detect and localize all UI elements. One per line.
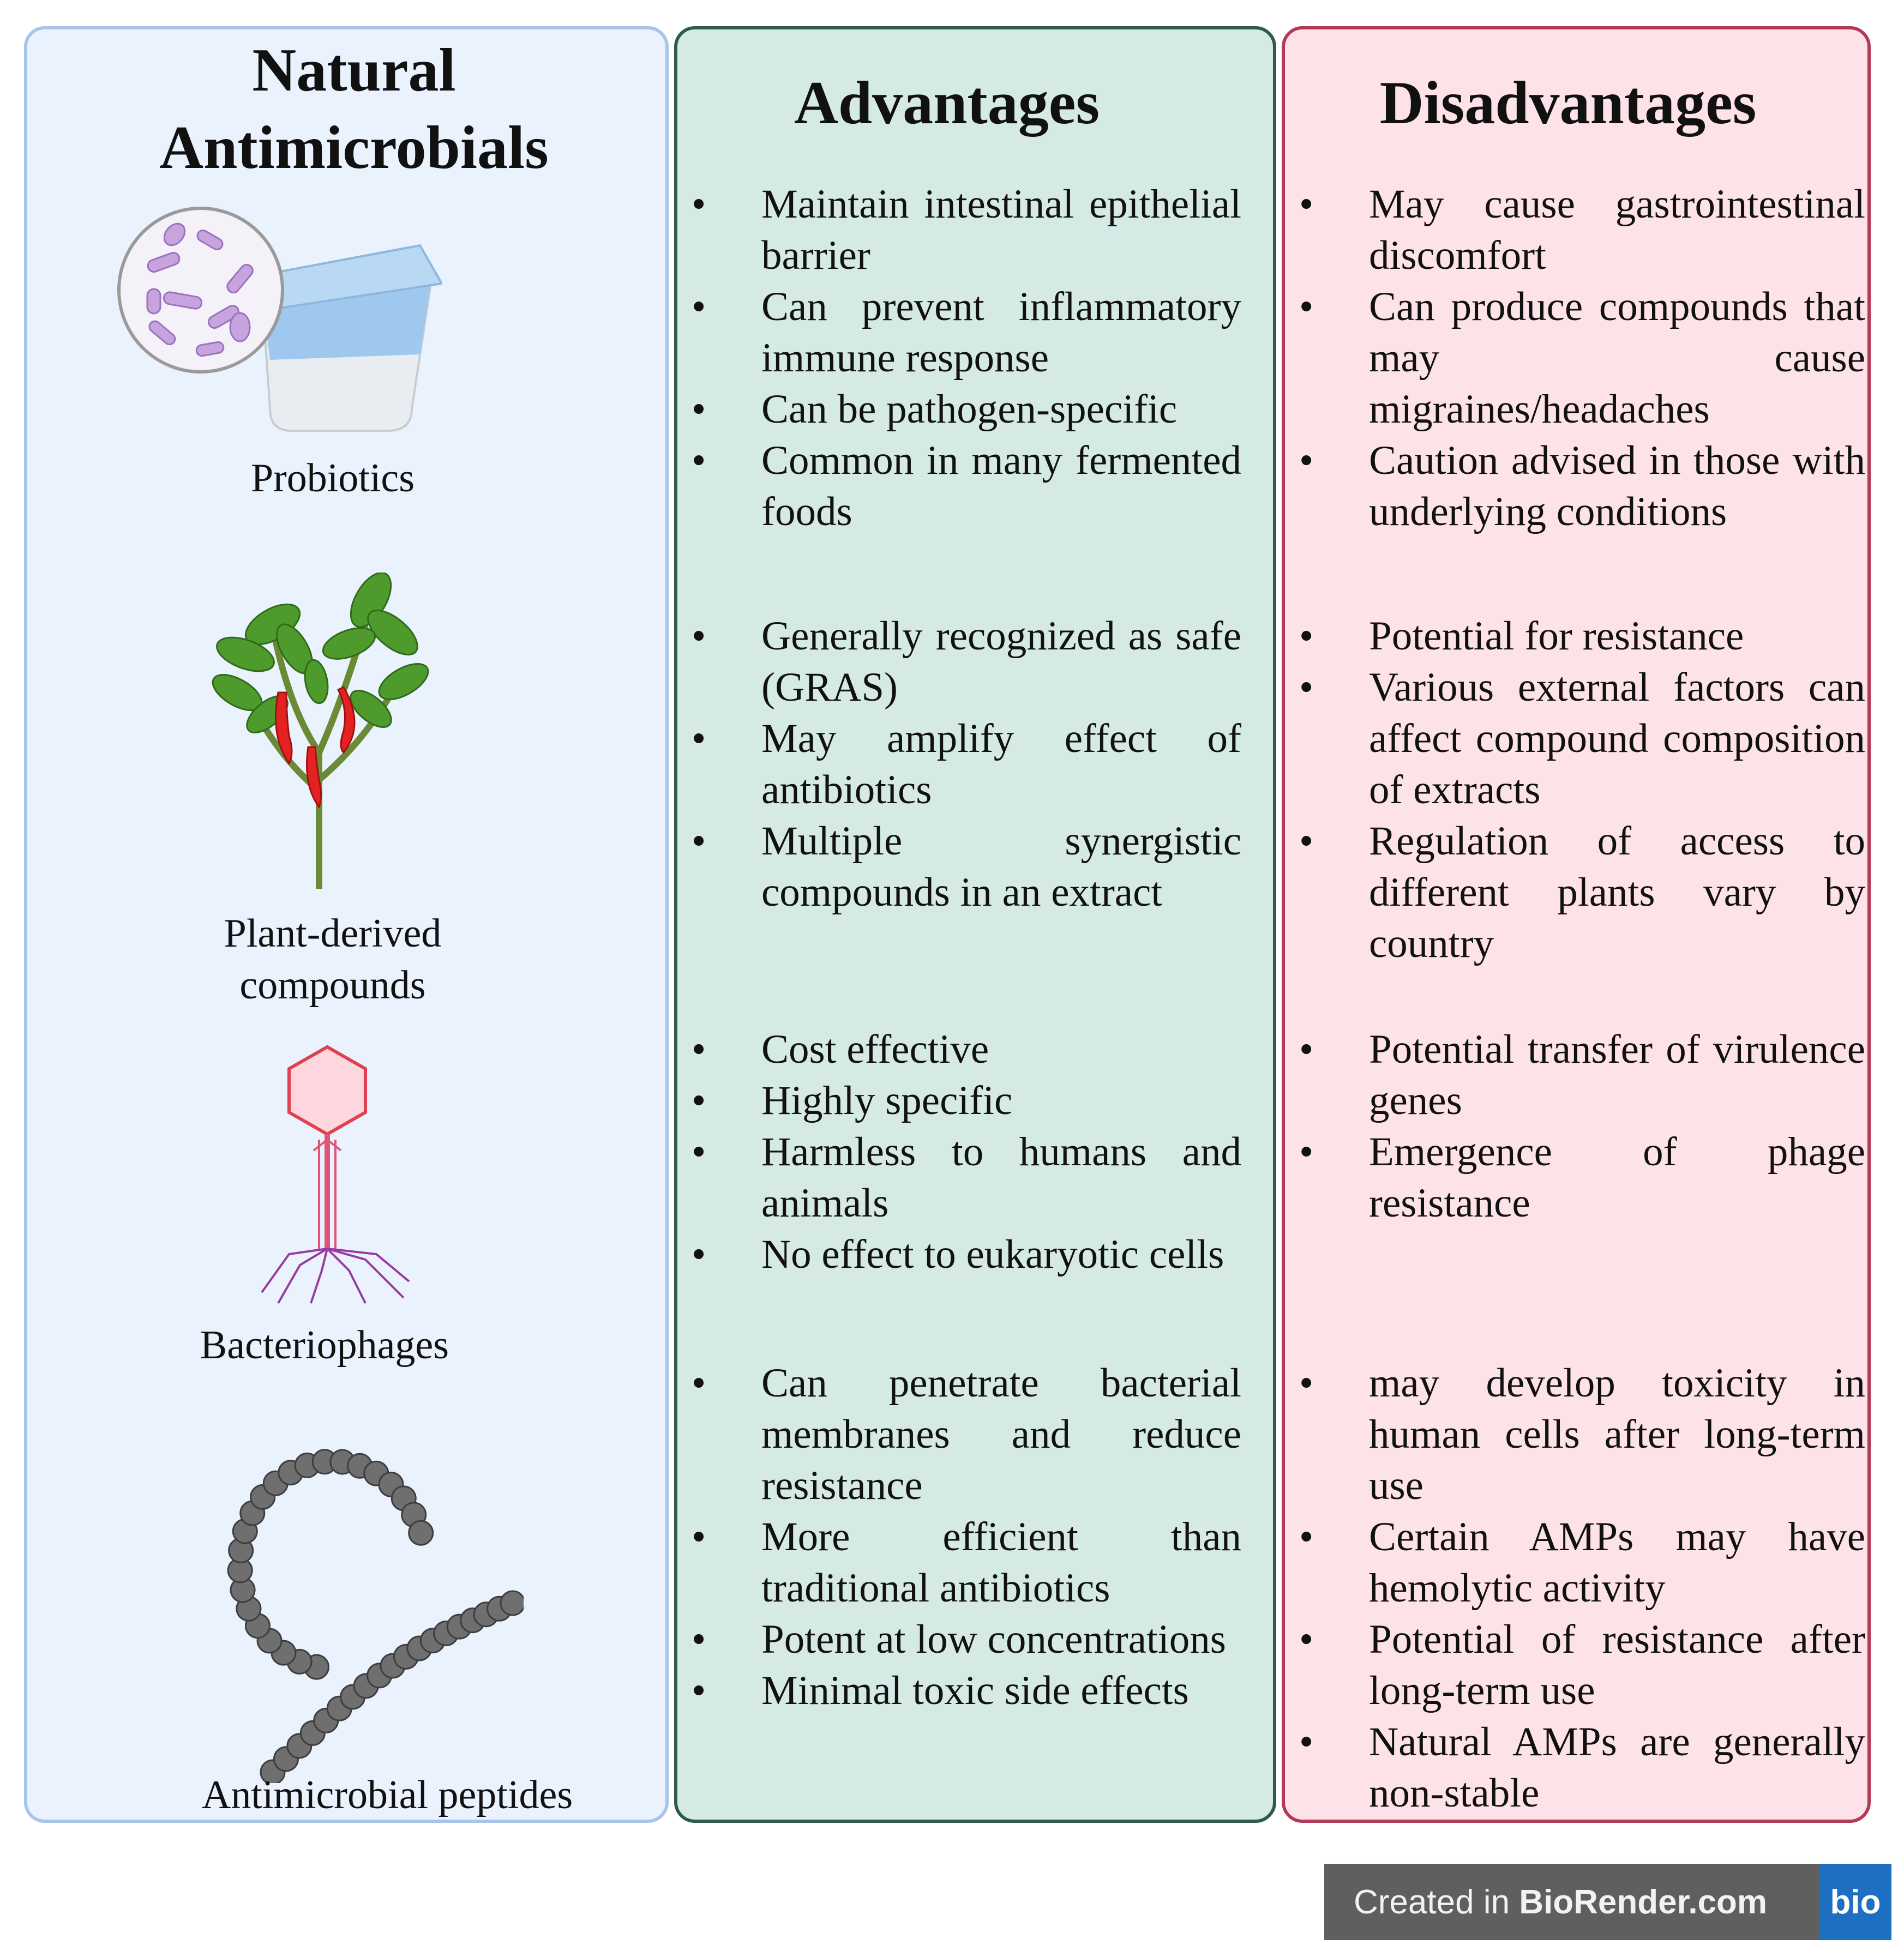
yogurt-bacteria-icon — [115, 202, 444, 442]
list-item: Minimal toxic side effects — [685, 1665, 1241, 1717]
list-item: Highly specific — [685, 1075, 1241, 1127]
peptide-bead — [408, 1520, 434, 1546]
category-probiotics-label: Probiotics — [250, 456, 415, 501]
list-item: Certain AMPs may have hemolytic activity — [1293, 1512, 1865, 1614]
advantages-amp-list: Can penetrate bacterial membranes and re… — [685, 1358, 1241, 1717]
list-item: Can penetrate bacterial membranes and re… — [685, 1358, 1241, 1512]
peptide-chain-icon — [207, 1440, 526, 1785]
list-item: Can be pathogen-specific — [685, 384, 1241, 435]
list-item: Potential transfer of virulence genes — [1293, 1024, 1865, 1127]
disadvantages-plant-list: Potential for resistance Various externa… — [1293, 611, 1865, 970]
list-item: Common in many fermented foods — [685, 435, 1241, 538]
badge-text: Created in BioRender.com — [1354, 1883, 1768, 1921]
list-item: may develop toxicity in human cells afte… — [1293, 1358, 1865, 1512]
list-item: Multiple synergistic compounds in an ext… — [685, 816, 1241, 918]
biorender-badge[interactable]: Created in BioRender.com bio — [1324, 1864, 1891, 1940]
disadvantages-phage-list: Potential transfer of virulence genes Em… — [1293, 1024, 1865, 1229]
list-item: Regulation of access to different plants… — [1293, 816, 1865, 970]
advantages-probiotics-list: Maintain intestinal epithelial barrier C… — [685, 179, 1241, 538]
list-item: Can produce compounds that may cause mig… — [1293, 281, 1865, 435]
category-plant-derived-label: Plant-derived compounds — [224, 911, 442, 1008]
biorender-logo-icon: bio — [1819, 1864, 1891, 1940]
advantages-title: Advantages — [794, 69, 1100, 137]
chili-plant-icon — [207, 571, 436, 894]
list-item: Potential for resistance — [1293, 611, 1865, 662]
list-item: Caution advised in those with underlying… — [1293, 435, 1865, 538]
bacteriophage-icon — [240, 1036, 415, 1309]
disadvantages-title: Disadvantages — [1379, 69, 1757, 137]
advantages-plant-list: Generally recognized as safe (GRAS) May … — [685, 611, 1241, 918]
advantages-phage-list: Cost effective Highly specific Harmless … — [685, 1024, 1241, 1280]
list-item: Maintain intestinal epithelial barrier — [685, 179, 1241, 281]
list-item: Can prevent inflammatory immune response — [685, 281, 1241, 384]
category-antimicrobial-peptides-label: Antimicrobial peptides — [201, 1773, 573, 1817]
title-line-1: Natural — [252, 37, 456, 104]
list-item: Emergence of phage resistance — [1293, 1127, 1865, 1229]
category-bacteriophages-label: Bacteriophages — [200, 1323, 449, 1368]
list-item: Cost effective — [685, 1024, 1241, 1075]
list-item: Natural AMPs are generally non-stable — [1293, 1717, 1865, 1819]
list-item: May cause gastrointestinal discomfort — [1293, 179, 1865, 281]
title-line-2: Antimicrobials — [159, 114, 549, 182]
disadvantages-amp-list: may develop toxicity in human cells afte… — [1293, 1358, 1865, 1819]
list-item: Harmless to humans and animals — [685, 1127, 1241, 1229]
list-item: Potent at low concentrations — [685, 1614, 1241, 1665]
list-item: Various external factors can affect comp… — [1293, 662, 1865, 816]
disadvantages-probiotics-list: May cause gastrointestinal discomfort Ca… — [1293, 179, 1865, 538]
peptide-bead — [500, 1590, 526, 1616]
natural-antimicrobials-title: Natural Antimicrobials — [24, 32, 684, 186]
list-item: Generally recognized as safe (GRAS) — [685, 611, 1241, 713]
list-item: May amplify effect of antibiotics — [685, 713, 1241, 816]
list-item: More efficient than traditional antibiot… — [685, 1512, 1241, 1614]
list-item: No effect to eukaryotic cells — [685, 1229, 1241, 1280]
list-item: Potential of resistance after long-term … — [1293, 1614, 1865, 1717]
